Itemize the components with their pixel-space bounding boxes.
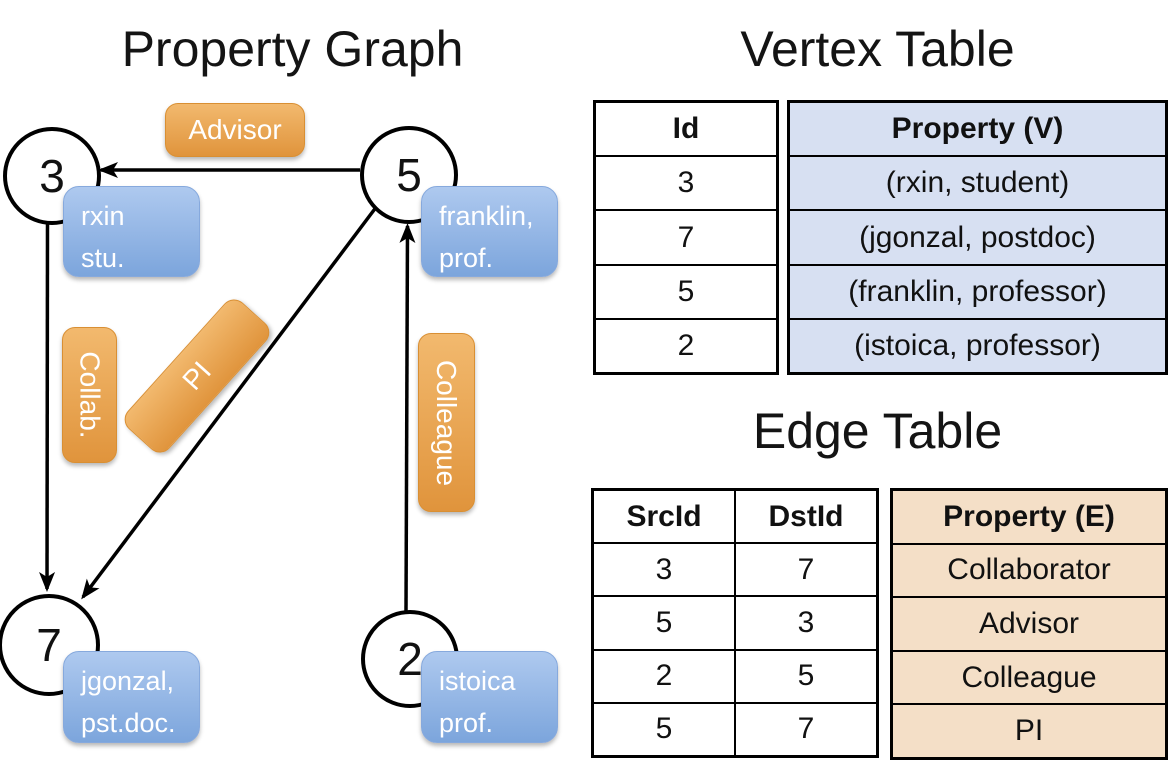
table-header-row: Property (E): [893, 491, 1165, 543]
edge-src-cell: 5: [594, 703, 736, 756]
node-property-line: rxin: [81, 201, 125, 231]
edge-arrow-3-to-7: [39, 217, 56, 592]
edge-dst-cell: 5: [797, 659, 815, 693]
vertex-property-cell: (jgonzal, postdoc): [859, 220, 1096, 254]
column-header-dstid: DstId: [768, 499, 844, 533]
edge-label-text: Advisor: [188, 114, 282, 145]
edge-dst-cell: 7: [797, 712, 815, 746]
edge-dst-cell: 7: [797, 552, 815, 586]
edge-table-property-column: Property (E) Collaborator Advisor Collea…: [890, 488, 1168, 760]
node-property-line: prof.: [439, 707, 494, 738]
vertex-circle-5: 5: [360, 126, 458, 224]
edge-src-cell: 5: [594, 597, 736, 649]
column-header-property-e: Property (E): [943, 499, 1115, 533]
edge-property-cell: Colleague: [961, 660, 1097, 694]
vertex-id-cell: 5: [677, 274, 695, 308]
edge-src-cell: 3: [594, 544, 736, 596]
column-header-property-v: Property (V): [891, 112, 1064, 146]
column-header-id: Id: [672, 112, 700, 146]
edge-label-advisor: Advisor: [165, 103, 305, 157]
vertex-property-cell: (franklin, professor): [848, 274, 1107, 308]
vertex-id: 3: [39, 150, 65, 202]
table-row: 3: [596, 155, 776, 209]
edge-property-cell: Advisor: [978, 606, 1080, 640]
edge-src-cell: 2: [594, 650, 736, 702]
node-property-box-jgonzal: jgonzal, pst.doc.: [63, 651, 200, 743]
vertex-id: 2: [397, 633, 423, 685]
vertex-id: 5: [396, 149, 422, 201]
edge-table-id-columns: SrcId DstId 3 7 5 3 2 5 5 7: [591, 488, 879, 758]
property-graph-title: Property Graph: [121, 21, 464, 77]
edge-property-cell: Collaborator: [947, 553, 1111, 587]
vertex-id: 7: [36, 619, 62, 671]
edge-arrow-5-to-7: [81, 204, 379, 600]
node-property-line: jgonzal,: [81, 666, 175, 696]
edge-dst-cell: 3: [797, 606, 815, 639]
table-row: 5: [596, 263, 776, 318]
table-row: (istoica, professor): [790, 317, 1165, 372]
vertex-property-cell: (rxin, student): [885, 166, 1070, 200]
table-row: Advisor: [893, 596, 1165, 650]
node-property-line: stu.: [81, 242, 125, 273]
table-row: (franklin, professor): [790, 263, 1165, 318]
vertex-id-cell: 3: [677, 166, 695, 200]
table-row: 2: [596, 317, 776, 372]
vertex-table-property-column: Property (V) (rxin, student) (jgonzal, p…: [787, 100, 1168, 375]
vertex-id-cell: 2: [677, 328, 695, 362]
edge-label-text: PI: [176, 355, 218, 396]
table-header-row: Id: [596, 103, 776, 155]
table-row: Collaborator: [893, 542, 1165, 597]
node-property-line: franklin,: [439, 201, 534, 231]
edge-table-title: Edge Table: [752, 403, 1003, 459]
edge-label-colleague: Colleague: [418, 333, 475, 512]
node-property-box-franklin: franklin, prof.: [421, 186, 558, 277]
table-row: 7: [596, 209, 776, 263]
edge-label-text: Collab.: [74, 351, 106, 439]
table-row: 5 3: [594, 595, 876, 649]
table-row: PI: [893, 703, 1165, 757]
table-row: (jgonzal, postdoc): [790, 209, 1165, 263]
vertex-table-id-column: Id 3 7 5 2: [593, 100, 779, 375]
graph-edges-canvas: [39, 162, 416, 612]
table-row: (rxin, student): [790, 155, 1165, 209]
node-property-line: prof.: [439, 242, 494, 273]
table-row: 5 7: [594, 701, 876, 756]
table-row: Colleague: [893, 649, 1165, 704]
column-header-srcid: SrcId: [594, 491, 736, 543]
node-property-line: pst.doc.: [81, 707, 176, 738]
edge-property-cell: PI: [1014, 714, 1044, 748]
node-property-box-istoica: istoica prof.: [421, 651, 558, 743]
edge-label-collab: Collab.: [62, 327, 117, 463]
table-header-row: SrcId DstId: [594, 491, 876, 543]
vertex-id-cell: 7: [677, 220, 695, 254]
vertex-property-cell: (istoica, professor): [854, 328, 1101, 362]
table-row: 3 7: [594, 542, 876, 596]
edge-label-text: Colleague: [431, 359, 463, 486]
edge-arrow-2-to-5: [399, 223, 416, 612]
vertex-table-title: Vertex Table: [740, 21, 1015, 77]
table-header-row: Property (V): [790, 103, 1165, 155]
node-property-line: istoica: [439, 666, 516, 696]
table-row: 2 5: [594, 648, 876, 702]
node-property-box-rxin: rxin stu.: [63, 186, 200, 277]
